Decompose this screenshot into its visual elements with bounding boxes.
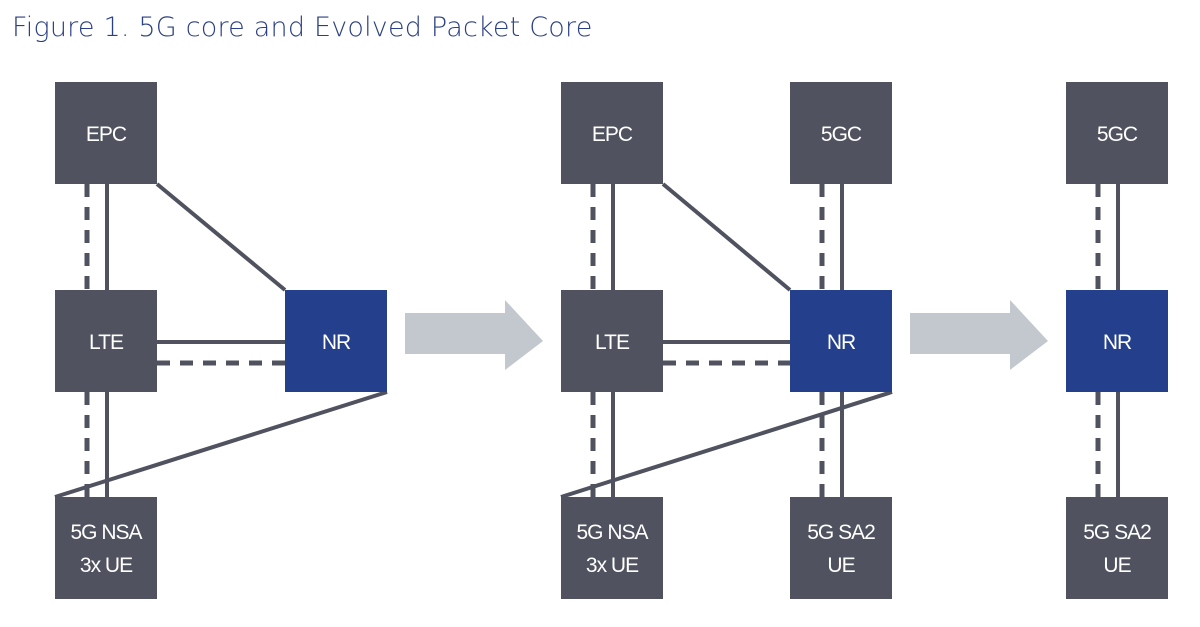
node-lte: LTE bbox=[55, 290, 157, 392]
transition-arrow-shape bbox=[405, 300, 543, 370]
link-epc-nr-solid bbox=[661, 182, 792, 292]
node-lte: LTE bbox=[561, 290, 663, 392]
node-label: NR bbox=[322, 331, 351, 354]
node-label: 5GC bbox=[1097, 123, 1138, 146]
node-nr: NR bbox=[790, 290, 892, 392]
node-box bbox=[55, 497, 157, 599]
node-label: LTE bbox=[595, 331, 630, 354]
node-label: EPC bbox=[86, 123, 127, 146]
figure-title: Figure 1. 5G core and Evolved Packet Cor… bbox=[12, 12, 593, 43]
node-label: 3x UE bbox=[80, 554, 133, 577]
node-label: 5G SA2 bbox=[1083, 521, 1151, 544]
node-label: 3x UE bbox=[586, 554, 639, 577]
links bbox=[1095, 184, 1120, 497]
node-box bbox=[1066, 497, 1168, 599]
link-epc-nr-solid bbox=[155, 182, 287, 292]
node-box bbox=[1066, 82, 1168, 184]
link-nr-ue_nsa-solid bbox=[560, 390, 893, 499]
stage-1: EPC LTE NR 5G NSA 3x UE bbox=[54, 82, 388, 599]
node-box bbox=[561, 497, 663, 599]
node-box bbox=[1066, 290, 1168, 392]
node-nr: NR bbox=[285, 290, 387, 392]
node-label: 5GC bbox=[821, 123, 862, 146]
node-label: 5G NSA bbox=[70, 521, 142, 544]
node-box bbox=[790, 290, 892, 392]
transition-arrow-shape bbox=[910, 300, 1048, 370]
node-epc: EPC bbox=[561, 82, 663, 184]
node-box bbox=[790, 497, 892, 599]
node-label: UE bbox=[1103, 554, 1131, 577]
node-box bbox=[561, 290, 663, 392]
node-box bbox=[55, 290, 157, 392]
node-label: UE bbox=[827, 554, 855, 577]
node-label: NR bbox=[1103, 331, 1132, 354]
node-label: 5G NSA bbox=[576, 521, 648, 544]
node-label: LTE bbox=[89, 331, 124, 354]
node-ue_nsa: 5G NSA 3x UE bbox=[561, 497, 663, 599]
node-box bbox=[561, 82, 663, 184]
node-ue: 5G NSA 3x UE bbox=[55, 497, 157, 599]
node-label: NR bbox=[827, 331, 856, 354]
right-arrow-icon bbox=[405, 300, 543, 370]
node-nr: NR bbox=[1066, 290, 1168, 392]
node-5gc: 5GC bbox=[790, 82, 892, 184]
links bbox=[54, 182, 388, 499]
node-5gc: 5GC bbox=[1066, 82, 1168, 184]
node-label: EPC bbox=[592, 123, 633, 146]
node-box bbox=[55, 82, 157, 184]
node-box bbox=[790, 82, 892, 184]
node-label: 5G SA2 bbox=[807, 521, 875, 544]
node-box bbox=[285, 290, 387, 392]
link-nr-ue-solid bbox=[54, 390, 388, 499]
links bbox=[560, 182, 893, 499]
node-epc: EPC bbox=[55, 82, 157, 184]
right-arrow-icon bbox=[910, 300, 1048, 370]
